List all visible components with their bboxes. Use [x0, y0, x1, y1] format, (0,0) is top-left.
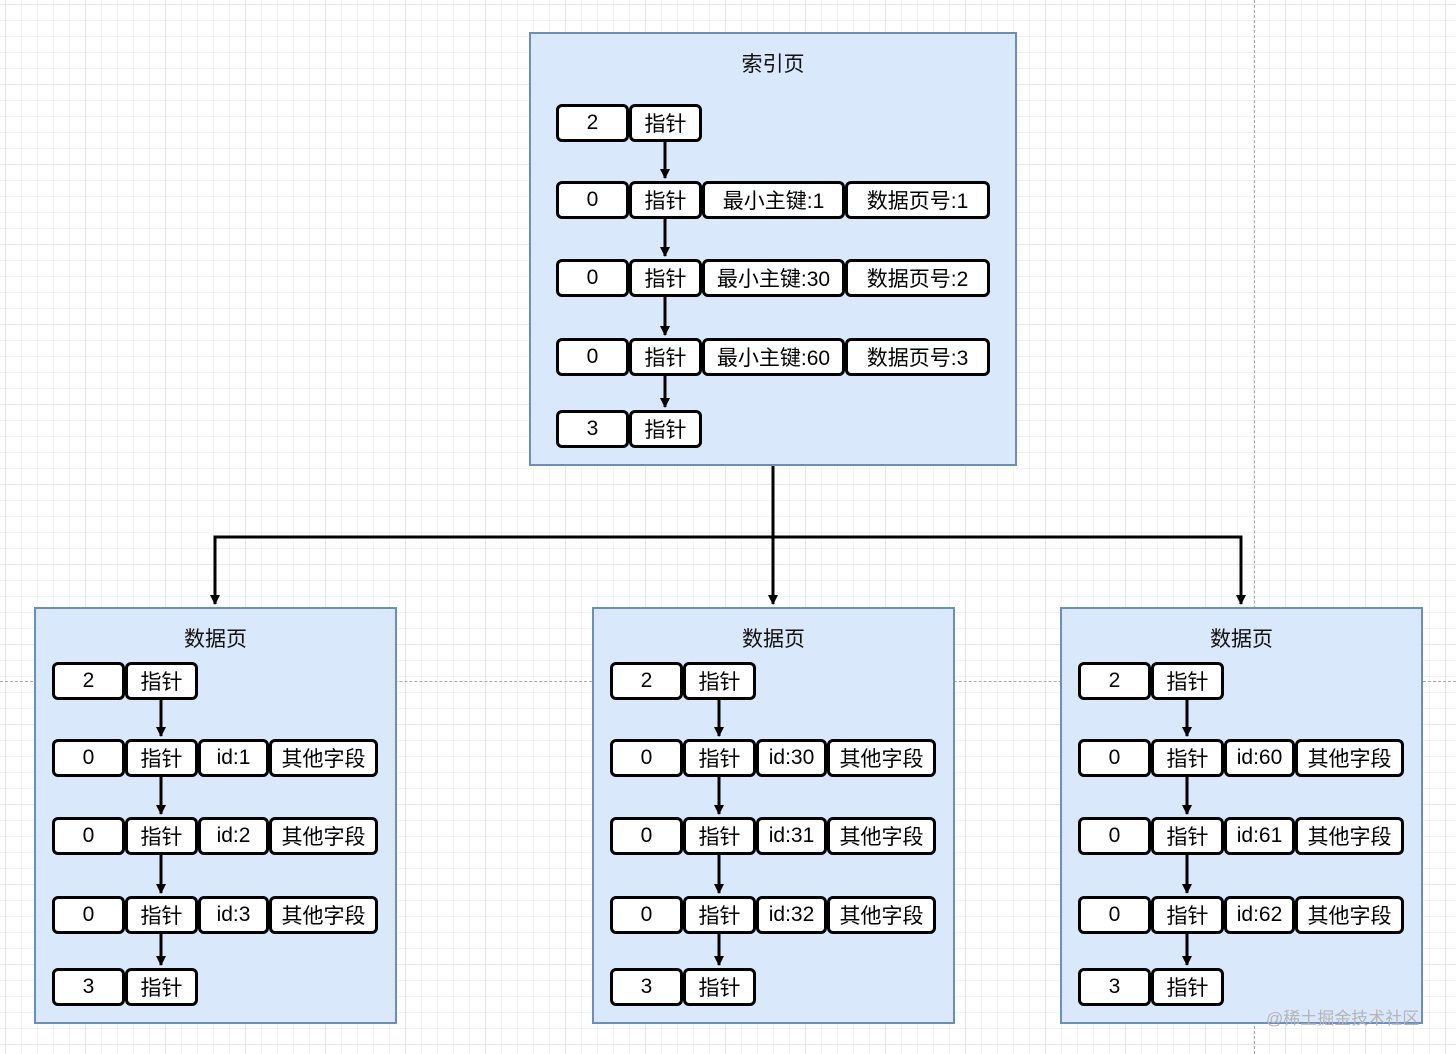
data-row-other-fields: 其他字段: [1295, 817, 1404, 855]
data-row-other-fields: 其他字段: [1295, 896, 1404, 934]
index-row-count: 0: [556, 338, 629, 376]
index-page-title: 索引页: [741, 53, 805, 76]
data-row-other-fields: 其他字段: [1295, 739, 1404, 777]
data-row-id: id:32: [756, 896, 827, 934]
data-row-count: 3: [52, 968, 125, 1006]
index-row-page-no: 数据页号:2: [845, 259, 990, 297]
data-row-other-fields: 其他字段: [827, 817, 936, 855]
index-row-page-no: 数据页号:1: [845, 181, 990, 219]
data-row-pointer: 指针: [1151, 968, 1224, 1006]
data-row-count: 3: [1078, 968, 1151, 1006]
index-row-min-key: 最小主键:60: [702, 338, 845, 376]
data-row-other-fields: 其他字段: [827, 896, 936, 934]
index-to-data-arrow: [210, 535, 773, 605]
data-row-pointer: 指针: [1151, 817, 1224, 855]
data-row-pointer: 指针: [683, 817, 756, 855]
data-row-count: 2: [1078, 662, 1151, 700]
data-row-id: id:1: [198, 739, 269, 777]
data-row-id: id:31: [756, 817, 827, 855]
data-row-count: 0: [52, 817, 125, 855]
data-row-other-fields: 其他字段: [269, 817, 378, 855]
data-row-pointer: 指针: [683, 662, 756, 700]
data-row-pointer: 指针: [1151, 662, 1224, 700]
data-row-count: 0: [52, 739, 125, 777]
data-row-count: 0: [52, 896, 125, 934]
index-row-pointer: 指针: [629, 104, 702, 142]
data-page-title: 数据页: [184, 628, 247, 651]
data-row-id: id:60: [1224, 739, 1295, 777]
data-row-pointer: 指针: [683, 896, 756, 934]
data-row-pointer: 指针: [125, 662, 198, 700]
data-row-count: 3: [610, 968, 683, 1006]
index-row-page-no: 数据页号:3: [845, 338, 990, 376]
index-row-pointer: 指针: [629, 338, 702, 376]
data-row-pointer: 指针: [125, 896, 198, 934]
data-row-id: id:30: [756, 739, 827, 777]
data-row-count: 0: [1078, 817, 1151, 855]
data-row-id: id:62: [1224, 896, 1295, 934]
watermark: @稀土掘金技术社区: [1266, 1009, 1420, 1028]
data-row-pointer: 指针: [125, 817, 198, 855]
index-row-pointer: 指针: [629, 259, 702, 297]
index-row-min-key: 最小主键:1: [702, 181, 845, 219]
index-row-count: 3: [556, 410, 629, 448]
index-row-count: 2: [556, 104, 629, 142]
data-row-count: 0: [1078, 739, 1151, 777]
data-row-other-fields: 其他字段: [269, 739, 378, 777]
data-page-title: 数据页: [1210, 628, 1273, 651]
index-row-min-key: 最小主键:30: [702, 259, 845, 297]
data-row-count: 0: [610, 739, 683, 777]
index-row-pointer: 指针: [629, 181, 702, 219]
data-row-id: id:2: [198, 817, 269, 855]
data-row-count: 2: [610, 662, 683, 700]
data-row-other-fields: 其他字段: [827, 739, 936, 777]
guide-line-vertical: [1254, 0, 1255, 1054]
data-row-count: 0: [1078, 896, 1151, 934]
data-page-title: 数据页: [742, 628, 805, 651]
data-row-id: id:61: [1224, 817, 1295, 855]
index-to-data-arrow: [773, 535, 1246, 605]
data-row-pointer: 指针: [1151, 739, 1224, 777]
data-row-count: 2: [52, 662, 125, 700]
index-row-count: 0: [556, 181, 629, 219]
data-row-pointer: 指针: [125, 739, 198, 777]
data-row-other-fields: 其他字段: [269, 896, 378, 934]
data-row-pointer: 指针: [683, 968, 756, 1006]
index-row-count: 0: [556, 259, 629, 297]
data-row-pointer: 指针: [1151, 896, 1224, 934]
data-row-count: 0: [610, 817, 683, 855]
data-row-count: 0: [610, 896, 683, 934]
data-row-pointer: 指针: [125, 968, 198, 1006]
data-row-pointer: 指针: [683, 739, 756, 777]
data-row-id: id:3: [198, 896, 269, 934]
index-row-pointer: 指针: [629, 410, 702, 448]
